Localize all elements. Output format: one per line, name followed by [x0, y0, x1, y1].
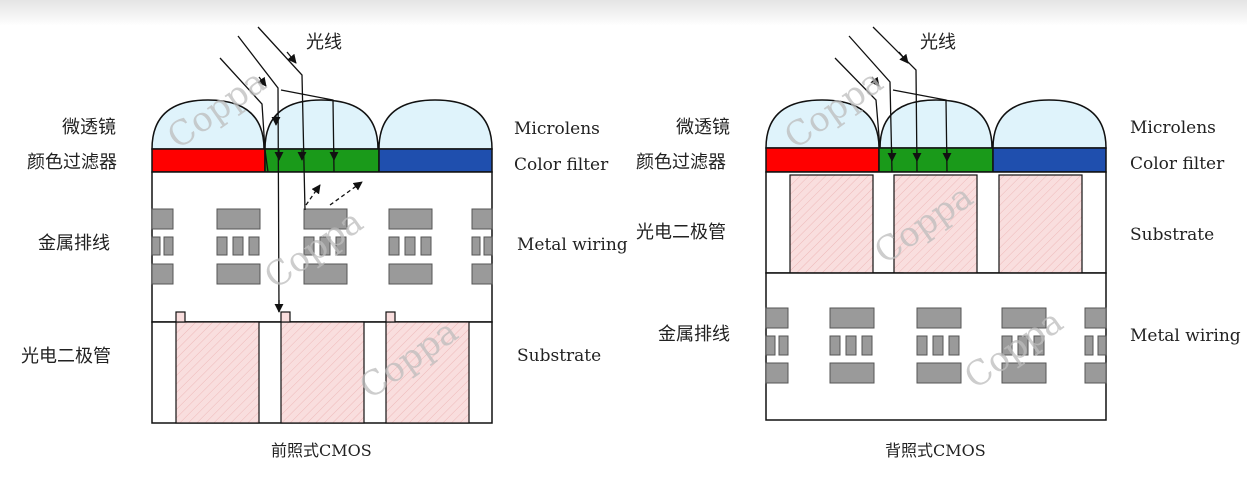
front-photodiode-1	[175, 321, 260, 424]
back-microlens-3	[992, 99, 1107, 149]
front-wiring-en-label: Metal wiring	[517, 235, 628, 255]
back-filter-red	[765, 147, 880, 173]
front-caption: 前照式CMOS	[271, 441, 372, 460]
front-photodiode-cn-label: 光电二极管	[21, 346, 111, 367]
back-filter-blue	[992, 147, 1107, 173]
back-color-filter-row	[765, 147, 1107, 173]
front-photodiode-2	[280, 321, 365, 424]
back-filter-green	[878, 147, 994, 173]
top-shadow-band	[0, 0, 1247, 26]
back-photodiode-1	[789, 174, 874, 274]
front-filter-blue	[378, 148, 493, 173]
back-photodiode-3	[998, 174, 1083, 274]
front-color-filter-row	[151, 148, 493, 173]
back-wiring-cn-label: 金属排线	[658, 324, 730, 345]
back-microlens-cn-label: 微透镜	[676, 117, 730, 138]
front-wiring-cn-label: 金属排线	[38, 233, 110, 254]
front-microlens-3	[378, 99, 493, 150]
front-photodiode-3	[385, 321, 470, 424]
back-photodiode-2	[893, 174, 978, 274]
front-substrate-en-label: Substrate	[517, 346, 601, 366]
back-light-rays	[834, 26, 952, 173]
back-microlens-en-label: Microlens	[1130, 118, 1216, 138]
front-light-label: 光线	[306, 32, 342, 53]
back-substrate-en-label: Substrate	[1130, 225, 1214, 245]
back-wiring-en-label: Metal wiring	[1130, 326, 1241, 346]
back-microlens-1	[765, 99, 880, 149]
back-illuminated-diagram: 光线 微透镜 颜色过滤器 光电二极管 金属排线 Microlens Color …	[636, 26, 1241, 460]
back-caption: 背照式CMOS	[885, 441, 986, 460]
front-filter-en-label: Color filter	[514, 155, 609, 175]
back-photodiodes	[789, 174, 1083, 284]
front-filter-green	[264, 148, 380, 173]
front-microlens-en-label: Microlens	[514, 119, 600, 139]
front-microlens-cn-label: 微透镜	[62, 117, 116, 138]
back-photodiode-cn-label: 光电二极管	[636, 222, 726, 243]
front-illuminated-diagram: 光线 微透镜 颜色过滤器 金属排线 光电二极管 Microlens Color …	[21, 26, 628, 460]
back-microlens-2	[879, 99, 993, 149]
front-microlens-row	[151, 99, 493, 150]
back-microlens-row	[765, 99, 1107, 149]
back-metal-wiring-blocks	[765, 307, 1107, 384]
front-microlens-1	[151, 99, 265, 150]
back-light-label: 光线	[920, 32, 956, 53]
front-filter-cn-label: 颜色过滤器	[27, 152, 117, 173]
back-filter-en-label: Color filter	[1130, 154, 1225, 174]
front-filter-red	[151, 148, 266, 173]
back-filter-cn-label: 颜色过滤器	[636, 152, 726, 173]
front-microlens-2	[264, 99, 379, 150]
front-metal-wiring-blocks	[151, 208, 493, 285]
front-light-rays	[219, 26, 363, 313]
front-photodiodes	[175, 311, 470, 424]
